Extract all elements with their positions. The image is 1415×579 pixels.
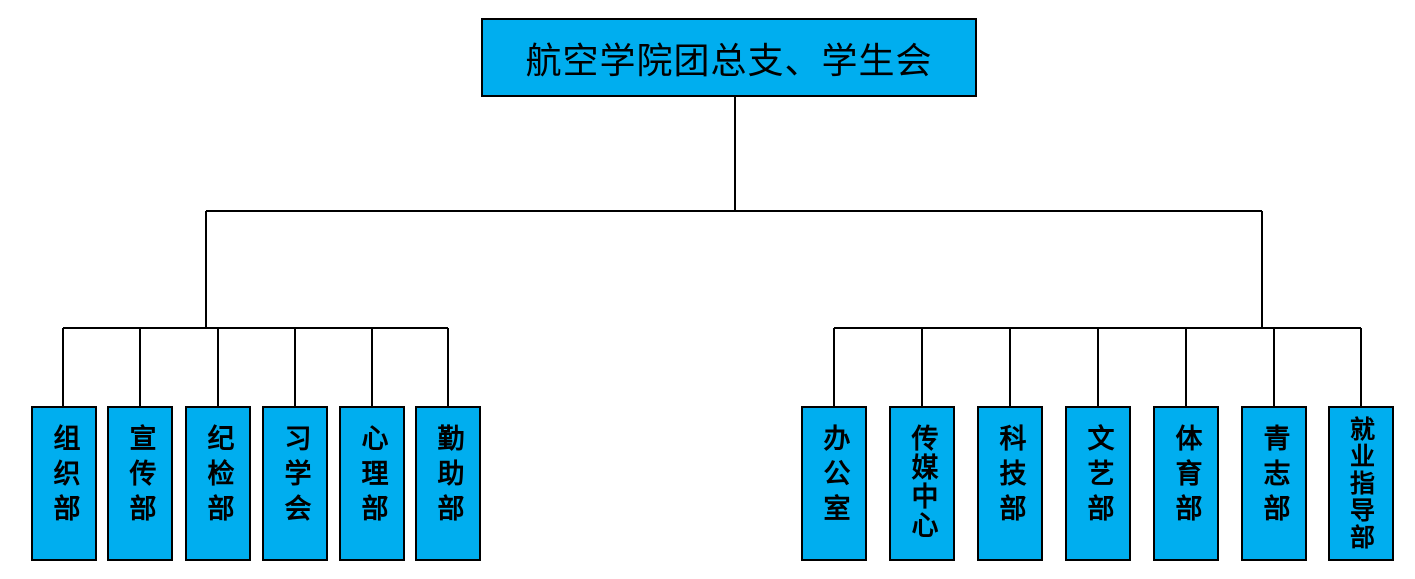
dept-node-label: 科技部 (994, 424, 1026, 529)
dept-node-label: 习学会 (279, 424, 311, 529)
root-node: 航空学院团总支、学生会 (481, 18, 977, 97)
dept-node-label: 文艺部 (1082, 424, 1114, 529)
dept-node-label: 心理部 (356, 424, 388, 529)
dept-node-discipline: 纪检部 (185, 406, 251, 561)
dept-node-organization: 组织部 (31, 406, 97, 561)
dept-node-label: 办公室 (818, 424, 850, 529)
dept-node-arts: 文艺部 (1065, 406, 1131, 561)
dept-node-career-guidance: 就业指导部 (1328, 406, 1394, 561)
dept-node-work-study: 勤助部 (415, 406, 481, 561)
dept-node-label: 勤助部 (432, 424, 464, 529)
root-node-label: 航空学院团总支、学生会 (525, 40, 933, 82)
dept-node-label: 纪检部 (202, 424, 234, 529)
dept-node-volunteer: 青志部 (1241, 406, 1307, 561)
dept-node-label: 青志部 (1258, 424, 1290, 529)
dept-node-label: 宣传部 (124, 424, 156, 529)
dept-node-technology: 科技部 (977, 406, 1043, 561)
dept-node-label: 组织部 (48, 424, 80, 529)
dept-node-study-society: 习学会 (262, 406, 328, 561)
dept-node-psychology: 心理部 (339, 406, 405, 561)
dept-node-sports: 体育部 (1153, 406, 1219, 561)
dept-node-publicity: 宣传部 (107, 406, 173, 561)
dept-node-label: 就业指导部 (1346, 416, 1376, 551)
dept-node-label: 体育部 (1170, 424, 1202, 529)
dept-node-media-center: 传媒中心 (889, 406, 955, 561)
dept-node-office: 办公室 (801, 406, 867, 561)
dept-node-label: 传媒中心 (906, 424, 938, 540)
